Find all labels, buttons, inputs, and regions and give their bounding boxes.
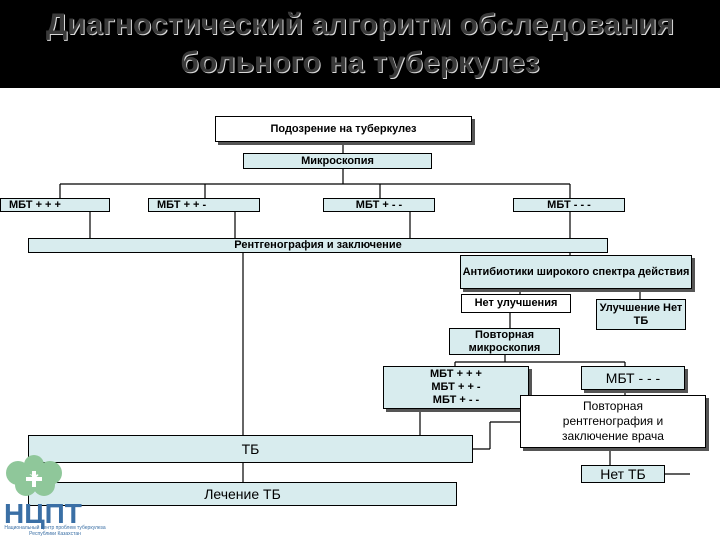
suspicion-label: Подозрение на туберкулез (270, 122, 417, 135)
mbt2-label: МБТ + + - (157, 198, 207, 211)
improvement-box: Улучшение Нет ТБ (596, 299, 686, 330)
title-line-2: больного на туберкулез (180, 46, 540, 79)
treatment-label: Лечение ТБ (204, 485, 281, 502)
microscopy-label: Микроскопия (301, 154, 374, 167)
microscopy-box: Микроскопия (243, 153, 432, 169)
antibiotics-box: Антибиотики широкого спектра действия (460, 255, 692, 289)
mbt-negative-box: МБТ - - - (581, 366, 685, 390)
antibiotics-label: Антибиотики широкого спектра действия (462, 265, 690, 278)
mbt1-box: МБТ + + + (0, 198, 110, 212)
page-title: Диагностический алгоритм обследования бо… (0, 6, 720, 82)
title-line-1: Диагностический алгоритм обследования (45, 8, 675, 41)
no-tb-box: Нет ТБ (581, 465, 665, 483)
logo-letters: НЦПТ (4, 498, 82, 529)
mbt-pos-2-label: МБТ + + - (431, 381, 481, 393)
title-bar (0, 0, 720, 88)
mbt4-label: МБТ - - - (547, 198, 591, 211)
mbt-negative-label: МБТ - - - (605, 369, 661, 386)
no-tb-label: Нет ТБ (600, 465, 646, 482)
logo-caption: Национальный центр проблем туберкулеза Р… (4, 525, 106, 537)
tb-label: ТБ (241, 440, 260, 457)
mbt4-box: МБТ - - - (513, 198, 625, 212)
xray-box: Рентгенография и заключение (28, 238, 608, 253)
mbt-pos-3-label: МБТ + - - (432, 394, 480, 406)
no-improvement-box: Нет улучшения (461, 294, 571, 313)
mbt2-box: МБТ + + - (148, 198, 260, 212)
mbt-positive-box: МБТ + + + МБТ + + - МБТ + - - (383, 366, 529, 409)
repeat-xray-box: Повторная рентгенография и заключение вр… (520, 395, 706, 448)
mbt1-label: МБТ + + + (9, 198, 61, 211)
tb-box: ТБ (28, 435, 473, 463)
xray-label: Рентгенография и заключение (234, 239, 402, 251)
repeat-xray-label: Повторная рентгенография и заключение вр… (562, 399, 664, 443)
treatment-box: Лечение ТБ (28, 482, 457, 506)
repeat-microscopy-label: Повторная микроскопия (468, 328, 541, 354)
improvement-label: Улучшение Нет ТБ (599, 301, 683, 327)
suspicion-box: Подозрение на туберкулез (215, 116, 472, 142)
repeat-microscopy-box: Повторная микроскопия (449, 328, 560, 355)
mbt-pos-1-label: МБТ + + + (430, 368, 482, 380)
mbt3-box: МБТ + - - (323, 198, 435, 212)
ncpt-logo: НЦПТ (4, 455, 82, 529)
no-improvement-label: Нет улучшения (474, 297, 558, 309)
mbt3-label: МБТ + - - (355, 198, 403, 211)
